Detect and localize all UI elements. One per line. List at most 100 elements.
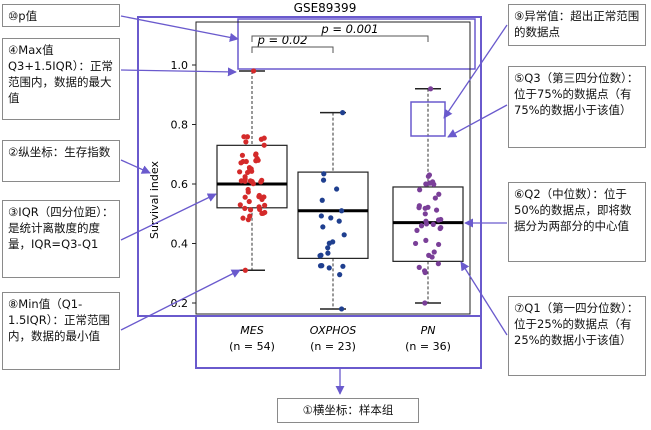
x-axis-labels: MES(n = 54)OXPHOS(n = 23)PN(n = 36): [229, 324, 451, 353]
x-group-count: (n = 54): [229, 340, 275, 353]
x-axis-frame: [195, 315, 482, 369]
data-point: [262, 202, 268, 208]
y-axis-ticks: 0.20.40.60.81.0: [171, 59, 196, 310]
data-point: [256, 194, 262, 200]
data-point: [412, 240, 419, 247]
data-point: [430, 221, 436, 228]
callout-arrow: [460, 261, 508, 336]
data-point: [418, 223, 425, 229]
data-point: [338, 306, 345, 312]
callout-p-value: ⑩p值: [2, 4, 120, 27]
data-point: [237, 169, 243, 175]
data-point: [423, 181, 429, 187]
data-point: [325, 250, 331, 256]
data-point: [438, 216, 444, 223]
plot-area: [195, 21, 471, 315]
p-value-label: p = 0.02: [257, 33, 308, 47]
data-point: [425, 173, 431, 179]
data-point: [237, 202, 243, 208]
p-value-highlight: [237, 18, 476, 70]
callout-x-axis: ①横坐标：样本组: [277, 398, 419, 423]
x-group-label: OXPHOS: [310, 324, 356, 337]
data-point: [244, 134, 251, 140]
callout-q2: ⑥Q2（中位数）：位于50%的数据点，即将数据分为两部分的中心值: [508, 182, 646, 262]
outlier-highlight-box: [410, 101, 446, 137]
y-tick-label: 0.2: [171, 297, 189, 310]
data-point: [328, 215, 334, 221]
y-axis-label: Survival index: [148, 161, 161, 239]
data-point: [438, 225, 444, 231]
bracket-line: [251, 35, 429, 42]
data-point: [248, 166, 254, 172]
callout-arrow: [443, 24, 508, 119]
data-point: [423, 221, 430, 227]
callout-arrow: [120, 15, 239, 42]
plot-frame: [137, 16, 482, 317]
data-point: [326, 240, 332, 246]
data-point: [436, 191, 442, 197]
callout-arrow: [120, 159, 151, 174]
callout-arrow: [120, 193, 217, 241]
data-point: [242, 205, 248, 211]
y-tick-label: 0.4: [171, 238, 189, 251]
data-point: [319, 263, 325, 269]
data-point: [245, 217, 251, 223]
data-point: [336, 218, 342, 224]
data-point: [432, 195, 438, 201]
y-tick-label: 1.0: [171, 59, 189, 72]
data-point: [325, 245, 331, 251]
box-iqr: [297, 171, 369, 259]
data-point: [258, 136, 264, 142]
data-point: [318, 213, 324, 219]
x-group-label: MES: [240, 324, 263, 337]
data-point: [257, 206, 263, 212]
data-point: [246, 198, 252, 205]
y-tick-label: 0.6: [171, 178, 189, 191]
data-point: [431, 249, 437, 255]
data-point: [261, 142, 267, 148]
chart-title: GSE89399: [294, 1, 357, 15]
callout-max: ④Max值 Q3+1.5IQR）：正常范围内，数据的最大值: [2, 38, 120, 120]
data-point: [242, 194, 248, 200]
data-point: [326, 265, 332, 271]
data-point: [320, 177, 327, 183]
data-point: [431, 181, 437, 187]
x-group-count: (n = 36): [405, 340, 451, 353]
data-point: [428, 86, 434, 92]
data-point: [416, 264, 422, 270]
data-point: [319, 197, 325, 203]
data-point: [433, 207, 440, 213]
callout-iqr: ③IQR（四分位距）：是统计离散度的度量，IQR=Q3-Q1: [2, 200, 120, 278]
data-point: [416, 203, 422, 209]
data-point: [435, 261, 441, 267]
data-point: [417, 187, 423, 193]
data-point: [320, 224, 326, 230]
data-point: [261, 194, 267, 200]
callout-arrows: [120, 15, 508, 395]
data-point: [238, 178, 244, 184]
data-point: [239, 152, 246, 158]
significance-brackets: p = 0.02p = 0.001: [251, 22, 429, 53]
data-point: [254, 155, 260, 162]
data-point: [250, 68, 257, 74]
data-point: [422, 211, 428, 217]
data-point: [317, 253, 323, 259]
x-group-label: PN: [421, 324, 436, 337]
data-point: [429, 254, 435, 260]
callout-q3: ⑤Q3（第三四分位数）：位于75%的数据点（有75%的数据小于该值）: [508, 66, 646, 148]
callout-min: ⑧Min值（Q1-1.5IQR）：正常范围内，数据的最小值: [2, 292, 120, 370]
data-points: [237, 68, 444, 312]
data-point: [340, 263, 346, 269]
data-point: [242, 267, 248, 273]
data-point: [247, 178, 254, 184]
data-point: [244, 169, 251, 176]
bracket-line: [251, 46, 334, 53]
callout-arrow: [447, 104, 508, 138]
data-point: [243, 158, 249, 165]
data-point: [240, 215, 246, 221]
box-iqr: [216, 144, 288, 209]
data-point: [245, 189, 251, 195]
data-point: [262, 209, 268, 216]
callout-q1: ⑦Q1（第一四分位数）：位于25%的数据点（有25%的数据小于该值）: [508, 296, 646, 376]
data-point: [321, 171, 327, 177]
